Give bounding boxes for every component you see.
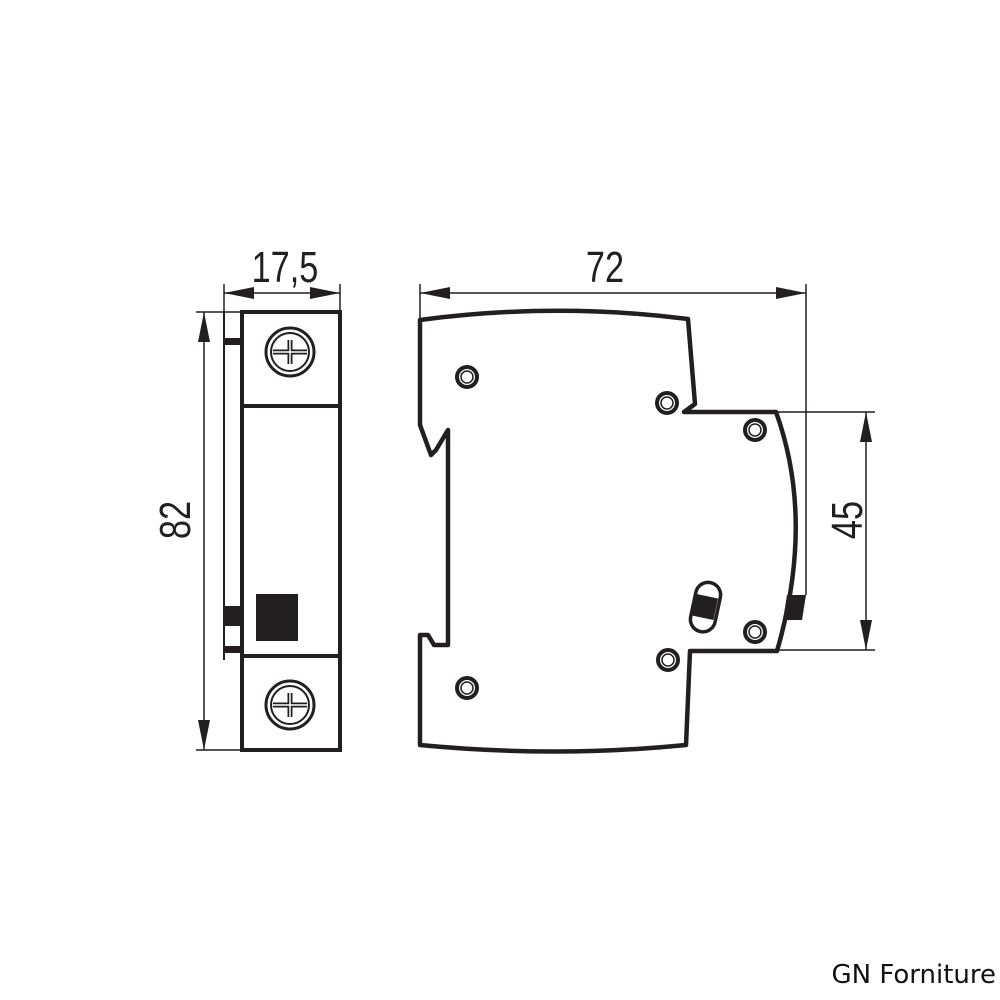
brand-watermark: GN Forniture xyxy=(831,960,996,990)
toggle-lever xyxy=(691,593,719,621)
dimension-front-height-label: 45 xyxy=(823,501,872,539)
dimension-width-label: 17,5 xyxy=(252,243,319,292)
dimension-depth-label: 72 xyxy=(586,243,624,292)
front-view xyxy=(223,310,342,752)
side-body xyxy=(417,308,798,754)
front-body xyxy=(240,310,342,752)
rail-clip-top xyxy=(224,338,242,345)
side-view xyxy=(417,308,806,754)
rivet-icon xyxy=(743,418,767,442)
rivet-icon xyxy=(455,676,479,700)
dimension-height-label: 82 xyxy=(151,501,200,539)
rivet-icon xyxy=(655,391,679,415)
rail-clip-mid xyxy=(224,606,242,626)
front-dimensions xyxy=(196,284,341,751)
screw-icon xyxy=(264,326,316,378)
side-indicator xyxy=(783,595,806,620)
rivet-icon xyxy=(743,620,767,644)
rivet-icon xyxy=(656,648,680,672)
toggle-indicator xyxy=(256,594,298,641)
screw-icon xyxy=(264,679,316,731)
toggle-slot xyxy=(688,580,723,634)
rail-clip-bottom xyxy=(224,646,242,653)
rivet-icon xyxy=(455,365,479,389)
side-dimensions xyxy=(419,284,875,651)
